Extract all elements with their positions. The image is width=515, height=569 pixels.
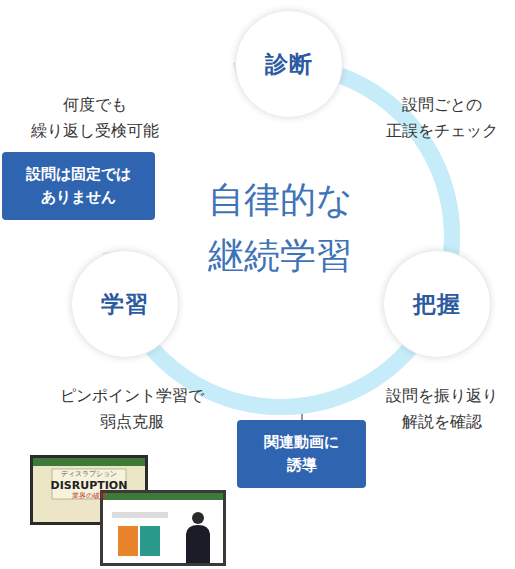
feature-note: 何度でも 繰り返し受検可能 [10,92,180,144]
node-text: 把握 [413,289,461,320]
feature-note: 設問を振り返り 解説を確認 [368,383,515,435]
chart-block [118,526,138,556]
screen-header [103,493,223,500]
presenter-head [192,512,204,524]
screen-area [103,493,223,563]
node-text: 関連動画に 誘導 [255,431,348,477]
screen-text: 業界の破壊 [50,492,128,501]
node-text: 設問は固定では ありません [10,163,147,209]
center-title: 自律的な 継続学習 [170,172,390,284]
node-text: 学習 [101,289,149,320]
step-circle: 学習 [71,250,179,358]
feature-note: ピンポイント学習で 弱点克服 [38,383,226,435]
screen-header [33,458,145,466]
slide-line [112,512,168,518]
node-text: 診断 [265,49,313,80]
note-box: 関連動画に 誘導 [237,420,366,488]
step-circle: 把握 [383,250,491,358]
chart-block [140,526,160,556]
screen-text: ディスラプション [50,470,128,479]
screen-title: DISRUPTION [45,479,133,492]
video-screenshot [100,490,226,566]
note-box: 設問は固定では ありません [2,152,155,220]
feature-note: 設問ごとの 正誤をチェック [368,92,515,144]
presenter-body [186,525,210,563]
step-circle: 診断 [235,10,343,118]
screen-frame [100,490,226,566]
